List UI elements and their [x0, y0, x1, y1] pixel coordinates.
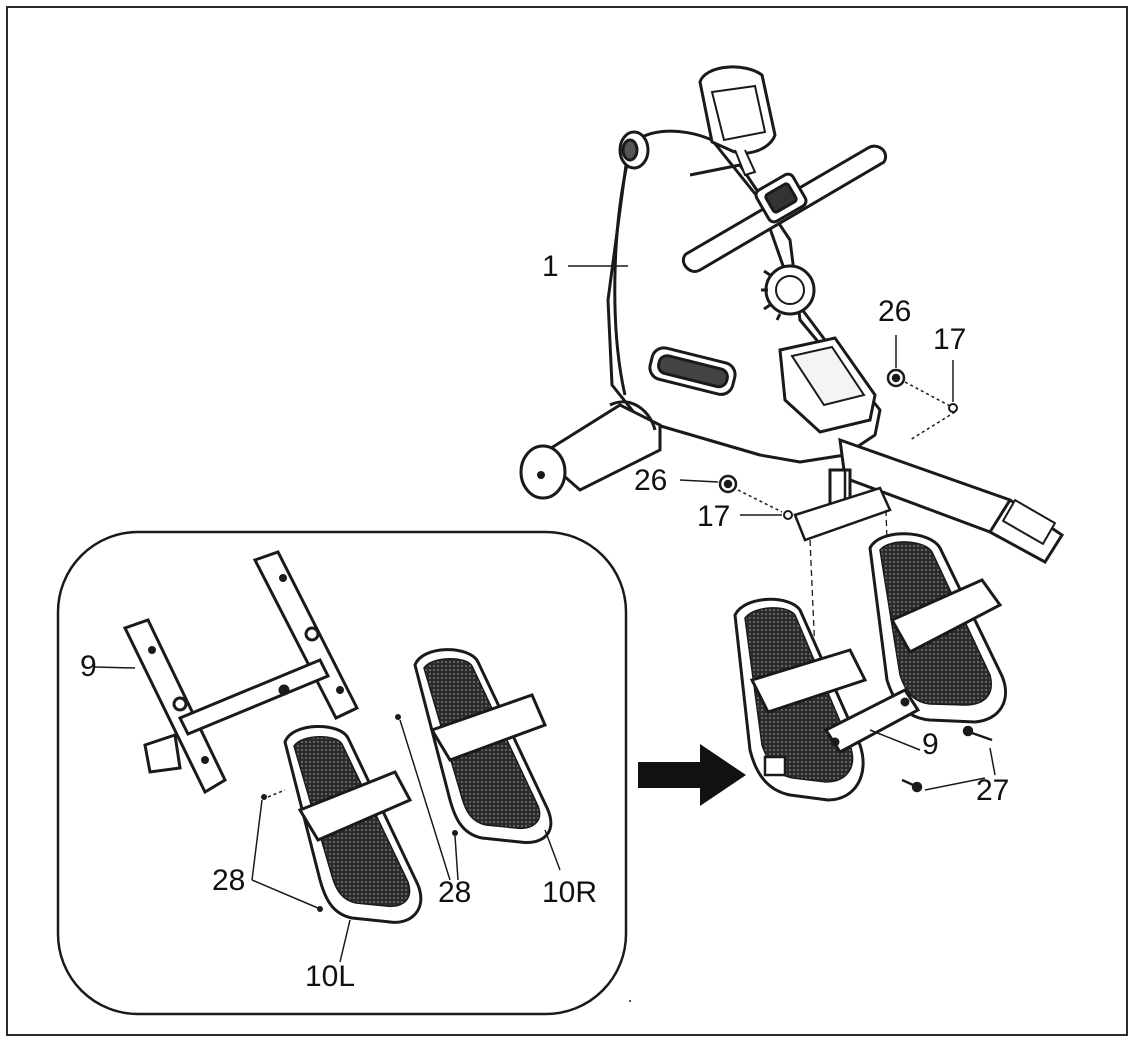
- callout-10R: 10R: [542, 876, 598, 909]
- hardware-leader-mid: [679, 479, 783, 516]
- direction-arrow: [638, 744, 746, 806]
- inset-leaders: [94, 666, 631, 1002]
- callout-28-left: 28: [212, 864, 246, 897]
- callout-26-top: 26: [878, 295, 912, 328]
- front-stabilizer: [519, 400, 662, 500]
- bolt-leaders: [869, 729, 996, 791]
- callout-10L: 10L: [305, 960, 356, 993]
- bolts-27: [901, 725, 993, 793]
- washer-17-mid: [783, 510, 793, 520]
- assembled-pedal-bar: [823, 688, 921, 754]
- callout-17-top: 17: [933, 323, 967, 356]
- screws-28: [261, 714, 458, 912]
- nut-26-top: [886, 368, 906, 388]
- washer-17-top: [948, 403, 958, 413]
- console-monitor: [698, 65, 777, 177]
- callout-17-mid: 17: [697, 500, 731, 533]
- callout-9-assembled: 9: [922, 728, 939, 761]
- assembled-pedal-right: [868, 532, 1008, 724]
- diagram-border: [6, 6, 1128, 1036]
- nut-26-mid: [718, 474, 738, 494]
- callout-28-right: 28: [438, 876, 472, 909]
- inset-pedal-left: [283, 725, 423, 924]
- handlebar: [681, 144, 887, 273]
- assembled-pedal-left: [733, 597, 868, 802]
- inset-pedal-right: [413, 648, 553, 845]
- callout-9-inset: 9: [80, 650, 97, 683]
- inset-pedal-bar: [122, 550, 360, 795]
- tension-dial: [761, 264, 816, 321]
- callout-26-mid: 26: [634, 464, 668, 497]
- hardware-leader-top: [895, 335, 956, 441]
- callout-27: 27: [976, 774, 1010, 807]
- pedal-bracket: [793, 470, 892, 542]
- seat-box: [778, 336, 877, 434]
- callout-1: 1: [542, 250, 559, 283]
